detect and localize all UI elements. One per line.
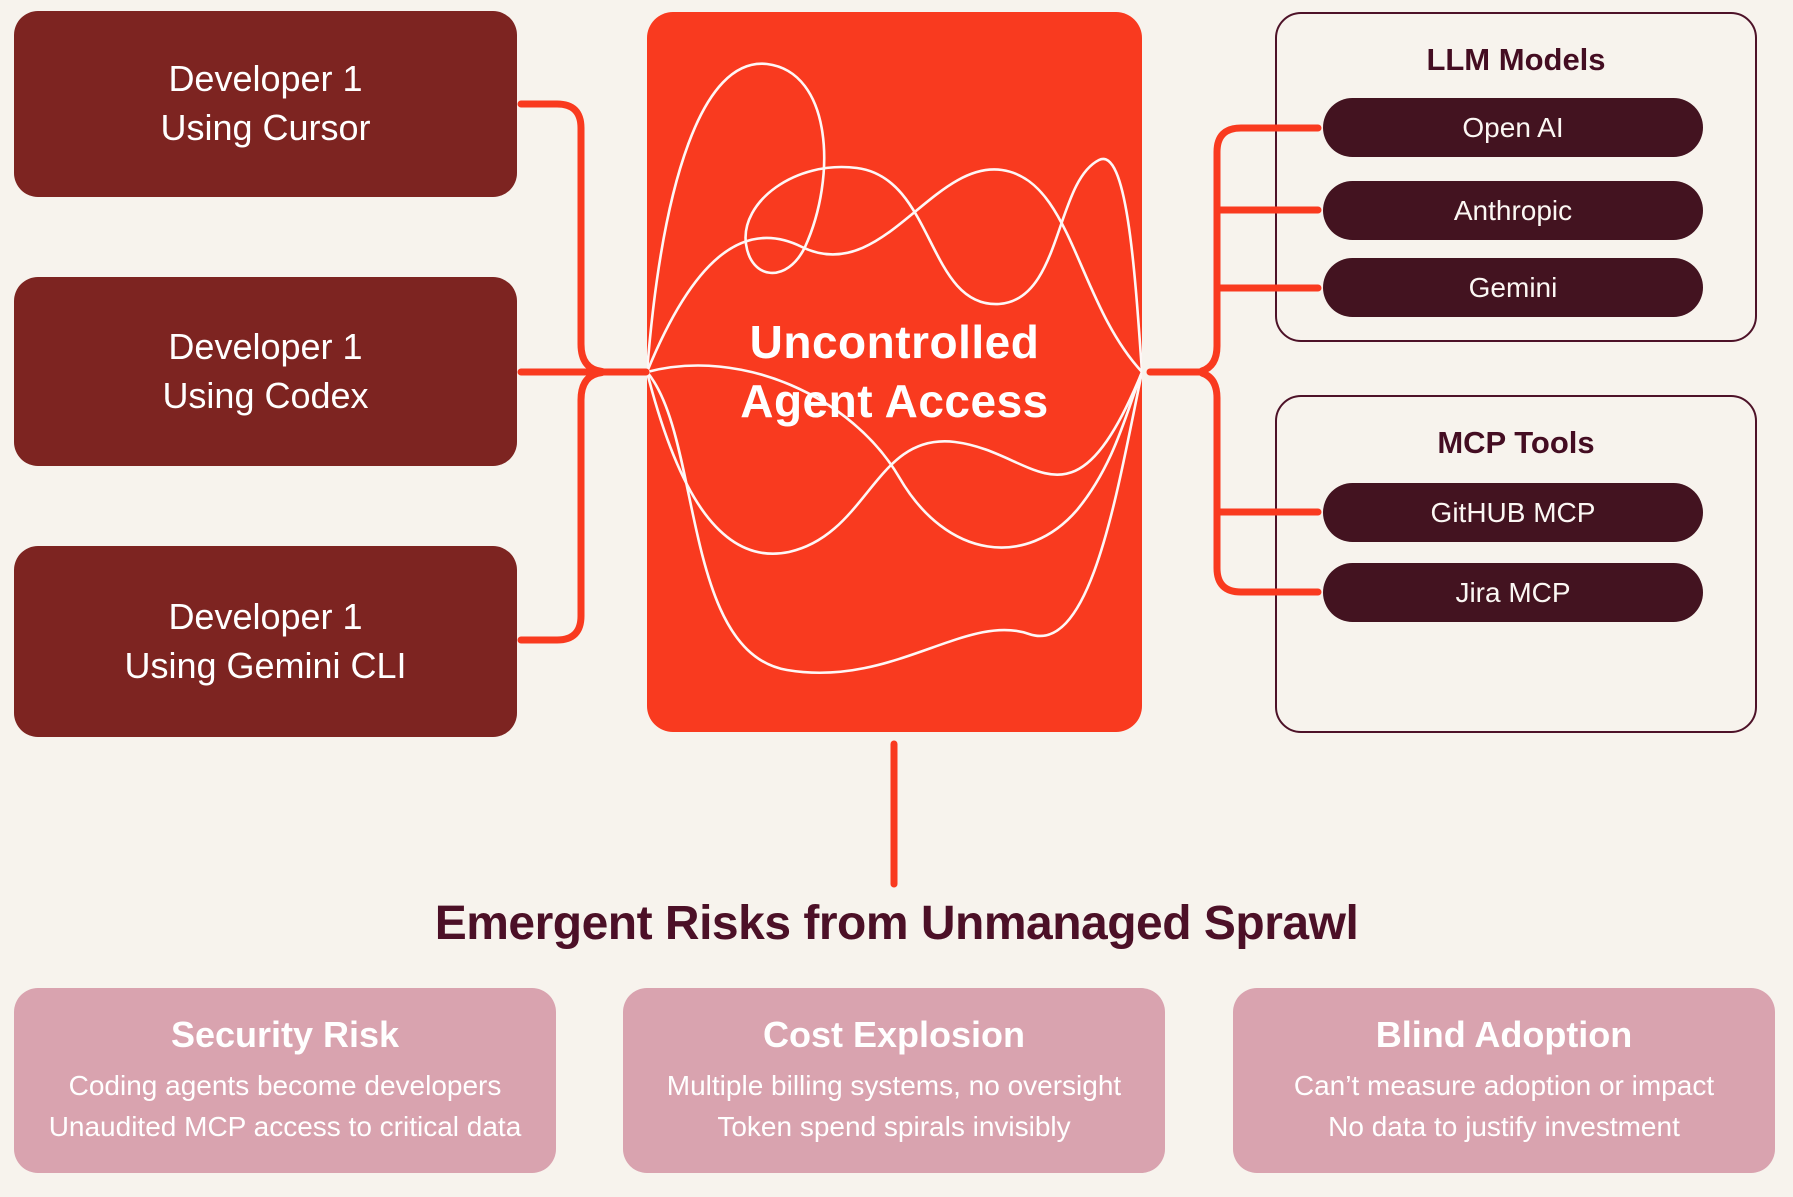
risks-heading: Emergent Risks from Unmanaged Sprawl bbox=[434, 897, 1359, 950]
node-developer-gemini-cli: Developer 1 Using Gemini CLI bbox=[14, 546, 517, 737]
panel-mcp-title: MCP Tools bbox=[1437, 425, 1595, 460]
panel-llm-title: LLM Models bbox=[1426, 42, 1606, 77]
risk-card-line: Multiple billing systems, no oversight bbox=[666, 1069, 1122, 1101]
risk-card-blind-adoption: Blind Adoption Can’t measure adoption or… bbox=[1233, 988, 1775, 1173]
risk-card-title: Cost Explosion bbox=[762, 1013, 1026, 1055]
node-label: Developer 1 Using Gemini CLI bbox=[124, 595, 407, 686]
risk-card-title: Blind Adoption bbox=[1375, 1013, 1633, 1055]
node-label: Developer 1 Using Codex bbox=[162, 325, 369, 416]
node-developer-cursor: Developer 1 Using Cursor bbox=[14, 11, 517, 197]
risk-card-line: Token spend spirals invisibly bbox=[717, 1110, 1071, 1142]
risk-card-line: Can’t measure adoption or impact bbox=[1293, 1069, 1715, 1101]
node-jira-mcp: Jira MCP bbox=[1323, 563, 1703, 622]
risk-card-line: Coding agents become developers bbox=[68, 1069, 502, 1101]
node-anthropic: Anthropic bbox=[1323, 181, 1703, 240]
node-openai: Open AI bbox=[1323, 98, 1703, 157]
node-developer-codex: Developer 1 Using Codex bbox=[14, 277, 517, 466]
risk-card-security: Security Risk Coding agents become devel… bbox=[14, 988, 556, 1173]
node-gemini: Gemini bbox=[1323, 258, 1703, 317]
node-uncontrolled-agent-access: Uncontrolled Agent Access bbox=[647, 12, 1142, 732]
risk-card-cost: Cost Explosion Multiple billing systems,… bbox=[623, 988, 1165, 1173]
risk-card-line: No data to justify investment bbox=[1328, 1110, 1680, 1142]
node-label: Developer 1 Using Cursor bbox=[160, 58, 371, 148]
risk-card-title: Security Risk bbox=[170, 1013, 400, 1055]
tangle-scribble-lines bbox=[647, 62, 1142, 675]
hub-title: Uncontrolled Agent Access bbox=[740, 316, 1049, 427]
node-github-mcp: GitHUB MCP bbox=[1323, 483, 1703, 542]
risk-card-line: Unaudited MCP access to critical data bbox=[48, 1110, 522, 1142]
